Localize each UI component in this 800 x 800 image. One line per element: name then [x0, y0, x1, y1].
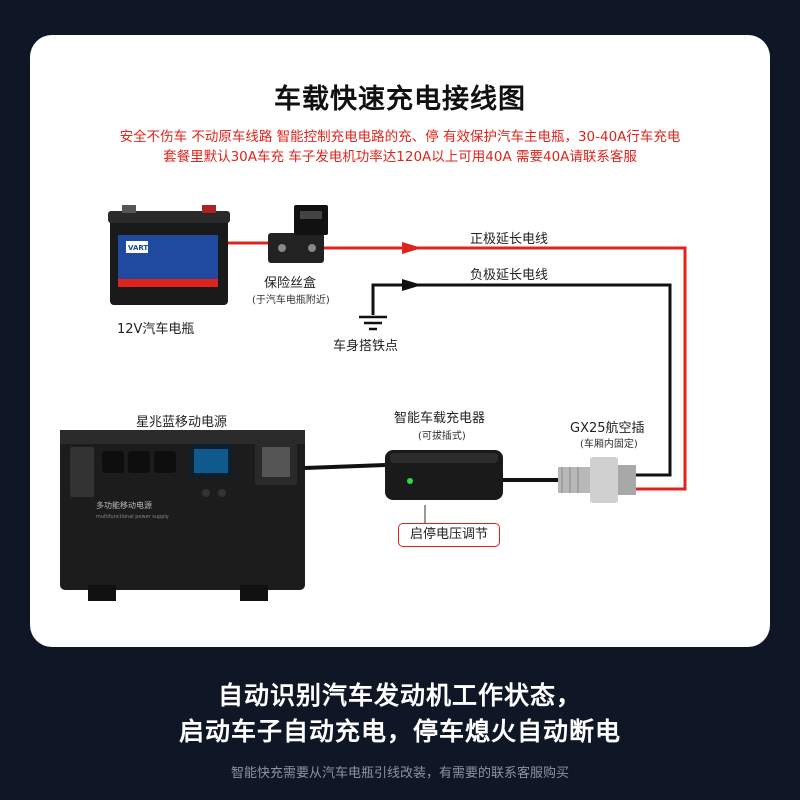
headline-line-2: 启动车子自动充电，停车熄火自动断电	[178, 717, 621, 746]
headline-line-1: 自动识别汽车发动机工作状态，	[217, 681, 582, 710]
ground-symbol	[359, 315, 387, 331]
power-station: 多功能移动电源 multifunctional power supply	[60, 430, 305, 601]
connector-label: GX25航空插	[570, 421, 645, 436]
power-station-sub: multifunctional power supply	[96, 514, 169, 520]
fuse-note: (于汽车电瓶附近)	[252, 295, 330, 306]
positive-extension-wire	[322, 246, 687, 491]
station-to-charger-cable	[304, 463, 386, 470]
diagram-card: 车载快速充电接线图 安全不伤车 不动原车线路 智能控制充电电路的充、停 有效保护…	[30, 35, 770, 647]
footer-note: 智能快充需要从汽车电瓶引线改装，有需要的联系客服购买	[230, 766, 569, 781]
power-station-brand: 多功能移动电源	[96, 500, 152, 510]
battery-label: 12V汽车电瓶	[117, 322, 195, 337]
charger-label: 智能车载充电器	[394, 411, 486, 426]
smart-charger	[385, 450, 503, 500]
positive-wire-label: 正极延长电线	[470, 232, 549, 247]
fuse-box	[268, 205, 328, 263]
negative-extension-wire	[371, 283, 672, 477]
subtitle-line-2: 套餐里默认30A车充 车子发电机功率达120A以上可用40A 需要40A请联系客…	[163, 149, 637, 165]
fuse-label: 保险丝盒	[264, 276, 317, 291]
negative-wire-label: 负极延长电线	[470, 268, 549, 283]
charger-note: (可拔插式)	[418, 431, 466, 442]
negative-arrow	[402, 279, 422, 291]
connector-note: (车厢内固定)	[580, 439, 638, 450]
gx25-connector	[558, 457, 636, 503]
power-station-label: 星兆蓝移动电源	[136, 415, 228, 430]
ground-label: 车身搭铁点	[333, 339, 399, 354]
car-battery: VARTA	[108, 205, 230, 305]
wiring-diagram: VARTA 多功能移动电源 multifunctional	[60, 205, 687, 601]
positive-arrow	[402, 242, 422, 254]
battery-brand: VARTA	[128, 244, 154, 252]
subtitle-line-1: 安全不伤车 不动原车线路 智能控制充电电路的充、停 有效保护汽车主电瓶，30-4…	[119, 129, 681, 145]
start-stop-voltage-callout: 启停电压调节	[398, 523, 500, 547]
diagram-title: 车载快速充电接线图	[274, 84, 526, 115]
